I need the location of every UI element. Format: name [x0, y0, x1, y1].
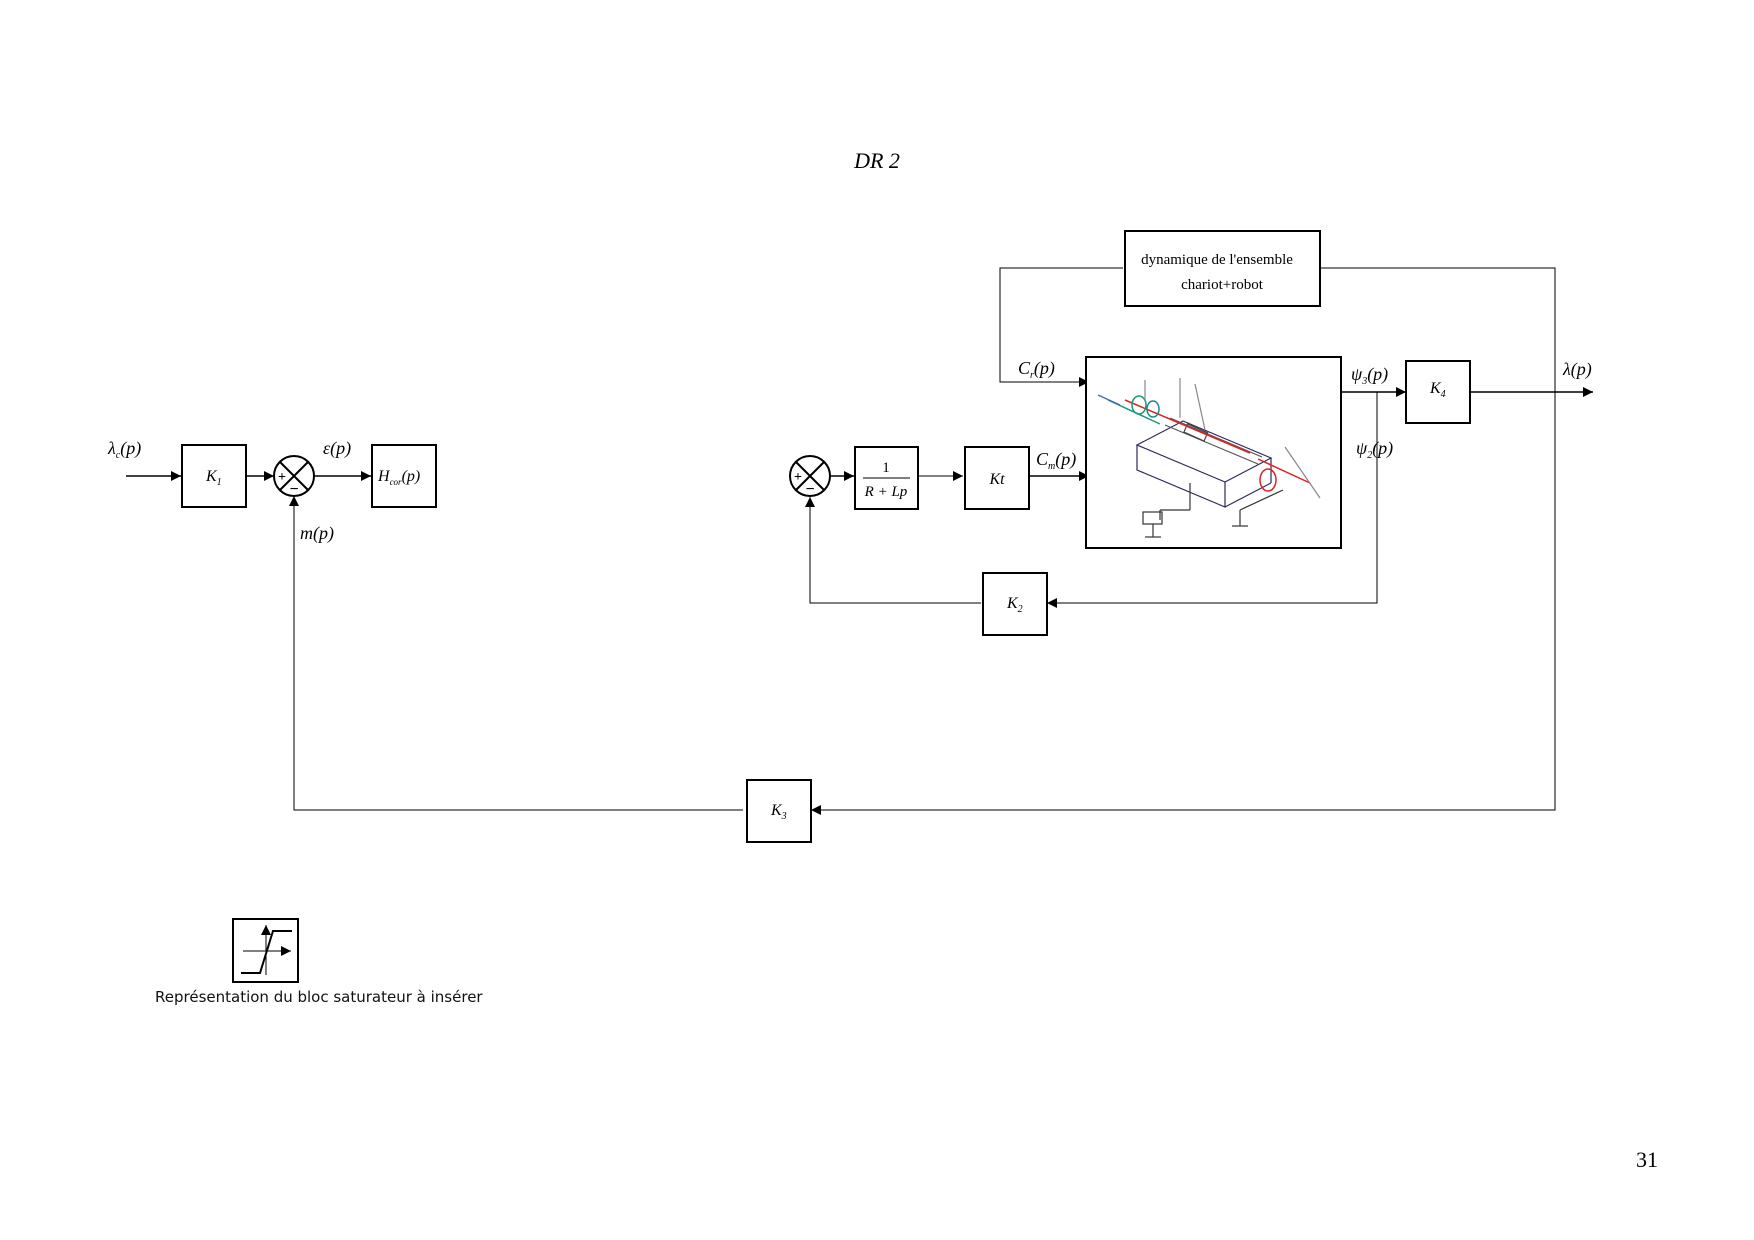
- svg-text:Hcor(p): Hcor(p): [377, 468, 420, 487]
- svg-text:K4: K4: [1429, 380, 1446, 400]
- svg-text:K2: K2: [1006, 595, 1023, 615]
- block-hcor: Hcor(p): [371, 444, 437, 508]
- hcor-arg: (p): [402, 468, 421, 485]
- summing-junction-1: + −: [273, 455, 315, 498]
- k1-base: K: [205, 468, 218, 485]
- block-k2: K2: [982, 572, 1048, 636]
- minus-sign: −: [805, 481, 814, 498]
- signal-psi2: ψ2(p): [1356, 438, 1393, 461]
- k3-base: K: [770, 802, 783, 819]
- k2-base: K: [1006, 595, 1019, 612]
- page-number: 31: [1636, 1147, 1658, 1172]
- k1-sub: 1: [217, 477, 222, 488]
- k3-sub: 3: [781, 811, 787, 822]
- signal-psi3: ψ3(p): [1351, 364, 1388, 387]
- signal-epsilon: ε(p): [323, 438, 351, 459]
- dynamics-line-1: dynamique de l'ensemble: [1141, 252, 1293, 268]
- block-k1: K1: [181, 444, 247, 508]
- block-k3: K3: [746, 779, 812, 843]
- hcor-base: H: [377, 468, 391, 485]
- plus-sign: +: [794, 470, 802, 485]
- block-electrical: 1 R + Lp: [854, 446, 919, 510]
- elec-denominator: R + Lp: [864, 484, 908, 500]
- signal-cr: Cr(p): [1018, 358, 1055, 381]
- minus-sign: −: [289, 481, 298, 498]
- signal-m: m(p): [300, 523, 334, 544]
- wire-k2-to-sum2: [805, 497, 981, 604]
- wire-dyn-to-mech: [999, 267, 1123, 387]
- page-title: DR 2: [854, 148, 900, 173]
- svg-text:K3: K3: [770, 802, 787, 822]
- k2-sub: 2: [1018, 604, 1023, 615]
- block-dynamics: dynamique de l'ensemble chariot+robot: [1124, 230, 1321, 307]
- mechanism-drawing: [1097, 378, 1321, 538]
- signal-lambda: λ(p): [1562, 359, 1592, 380]
- plus-sign: +: [278, 470, 286, 485]
- k4-sub: 4: [1441, 389, 1446, 400]
- summing-junction-2: + −: [789, 455, 831, 498]
- kt-label: Kt: [988, 471, 1005, 488]
- saturator-block: [232, 918, 299, 983]
- k4-base: K: [1429, 380, 1442, 397]
- svg-text:K1: K1: [205, 468, 222, 488]
- wires: [126, 267, 1593, 815]
- mechanism-block: [1085, 356, 1342, 549]
- block-k4: K4: [1405, 360, 1471, 424]
- hcor-sub: cor: [390, 477, 402, 487]
- signal-cm: Cm(p): [1036, 449, 1076, 472]
- saturator-caption: Représentation du bloc saturateur à insé…: [155, 988, 483, 1006]
- signal-lambda-c: λc(p): [107, 438, 141, 461]
- elec-numerator: 1: [882, 460, 890, 476]
- wire-output-to-k3: [811, 267, 1556, 815]
- wire-k3-to-sum1: [289, 496, 743, 811]
- block-kt: Kt: [964, 446, 1030, 510]
- dynamics-line-2: chariot+robot: [1181, 277, 1264, 293]
